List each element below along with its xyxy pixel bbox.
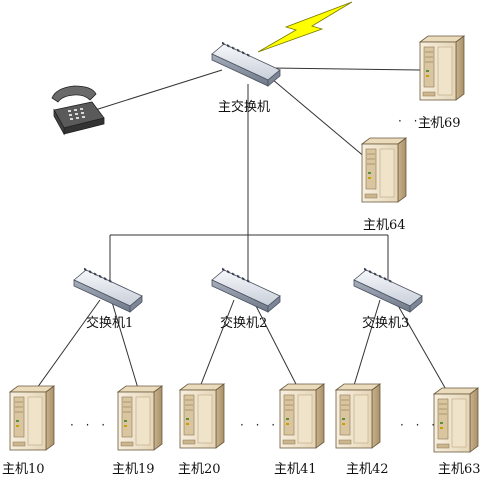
host10-label: 主机10 — [2, 462, 45, 477]
ellipsis-group1: · · · — [70, 418, 110, 432]
telephone-icon — [51, 85, 105, 136]
ellipsis-group3: · · · — [400, 418, 440, 432]
link-phone-main — [91, 69, 223, 112]
server-icon-host10 — [9, 385, 55, 451]
server-icon-host41 — [279, 383, 325, 449]
link-main-host64 — [265, 73, 367, 159]
host20-label: 主机20 — [178, 462, 221, 477]
host63-label: 主机63 — [438, 462, 481, 477]
switch2-label: 交换机2 — [220, 316, 268, 331]
server-icon-host42 — [335, 383, 381, 449]
link-sw3-host63 — [395, 301, 453, 401]
connection-lines — [31, 67, 453, 401]
link-main-host69 — [271, 67, 421, 71]
link-sw1-host19 — [111, 301, 141, 396]
host69-label: 主机69 — [418, 116, 461, 131]
link-sw3-host42 — [351, 299, 381, 393]
host42-label: 主机42 — [346, 462, 389, 477]
server-icon-host19 — [117, 385, 163, 451]
server-icon-host69 — [419, 35, 465, 101]
switch2-icon — [211, 267, 281, 313]
link-sw2-host41 — [253, 301, 301, 393]
link-sw2-host20 — [197, 299, 235, 393]
main-switch-icon — [211, 41, 281, 87]
switch3-label: 交换机3 — [362, 316, 410, 331]
ellipsis-top: · · · — [398, 114, 438, 128]
main-switch-label: 主交换机 — [218, 100, 271, 115]
host41-label: 主机41 — [274, 462, 317, 477]
server-icon-host20 — [179, 383, 225, 449]
switch1-icon — [73, 267, 143, 313]
host19-label: 主机19 — [112, 462, 155, 477]
lightning-icon — [257, 1, 353, 53]
link-sw1-host10 — [31, 299, 101, 396]
server-icon-host64 — [361, 137, 407, 203]
host64-label: 主机64 — [363, 218, 406, 233]
ellipsis-group2: · · · — [240, 418, 280, 432]
server-icon-host63 — [433, 387, 479, 453]
switch1-label: 交换机1 — [86, 316, 134, 331]
